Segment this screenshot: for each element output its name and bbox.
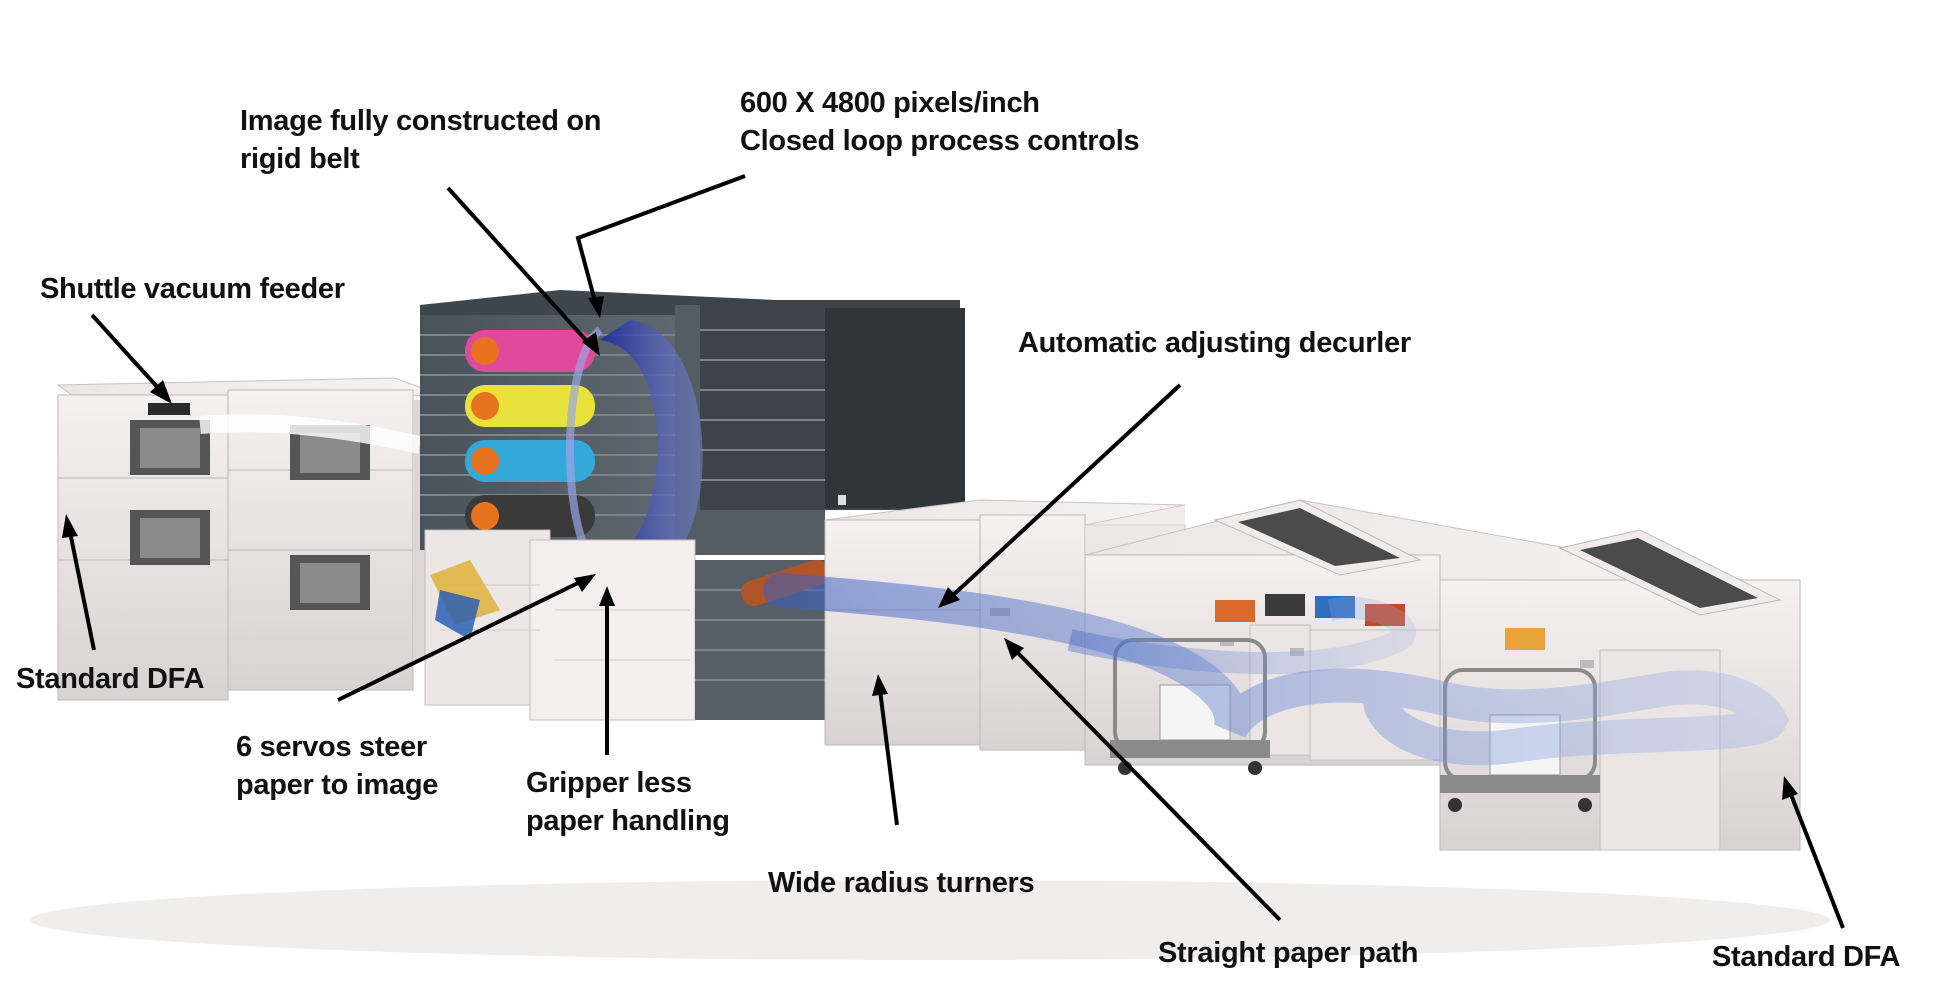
callout-shuttle-vacuum-feeder: Shuttle vacuum feeder	[40, 273, 345, 305]
paper-path-return	[1067, 597, 1417, 675]
callout-gripper-line2: paper handling	[526, 805, 730, 837]
callout-resolution-line2: Closed loop process controls	[740, 125, 1140, 157]
callout-lines	[62, 174, 1845, 929]
floor-shadow	[30, 880, 1830, 960]
callout-decurler: Automatic adjusting decurler	[1018, 327, 1411, 359]
callout-image-belt-line1: Image fully constructed on	[240, 105, 602, 137]
callout-image-belt: Image fully constructed on rigid belt	[240, 102, 602, 178]
callout-gripper: Gripper less paper handling	[526, 764, 730, 840]
callout-standard-dfa-right: Standard DFA	[1712, 941, 1901, 973]
callout-resolution: 600 X 4800 pixels/inch Closed loop proce…	[740, 84, 1140, 160]
callout-servos: 6 servos steer paper to image	[236, 728, 438, 804]
callout-servos-line1: 6 servos steer	[236, 731, 427, 763]
callout-servos-line2: paper to image	[236, 769, 439, 801]
callout-wide-radius-turners: Wide radius turners	[768, 867, 1035, 899]
print-engine	[420, 290, 965, 580]
callout-straight-paper-path: Straight paper path	[1158, 937, 1419, 969]
engine-base	[424, 529, 829, 721]
callout-gripper-line1: Gripper less	[526, 767, 692, 799]
feeder-modules-left	[56, 377, 443, 701]
callout-resolution-line1: 600 X 4800 pixels/inch	[740, 87, 1040, 119]
callout-image-belt-line2: rigid belt	[240, 143, 360, 175]
callout-standard-dfa-left: Standard DFA	[16, 663, 205, 695]
